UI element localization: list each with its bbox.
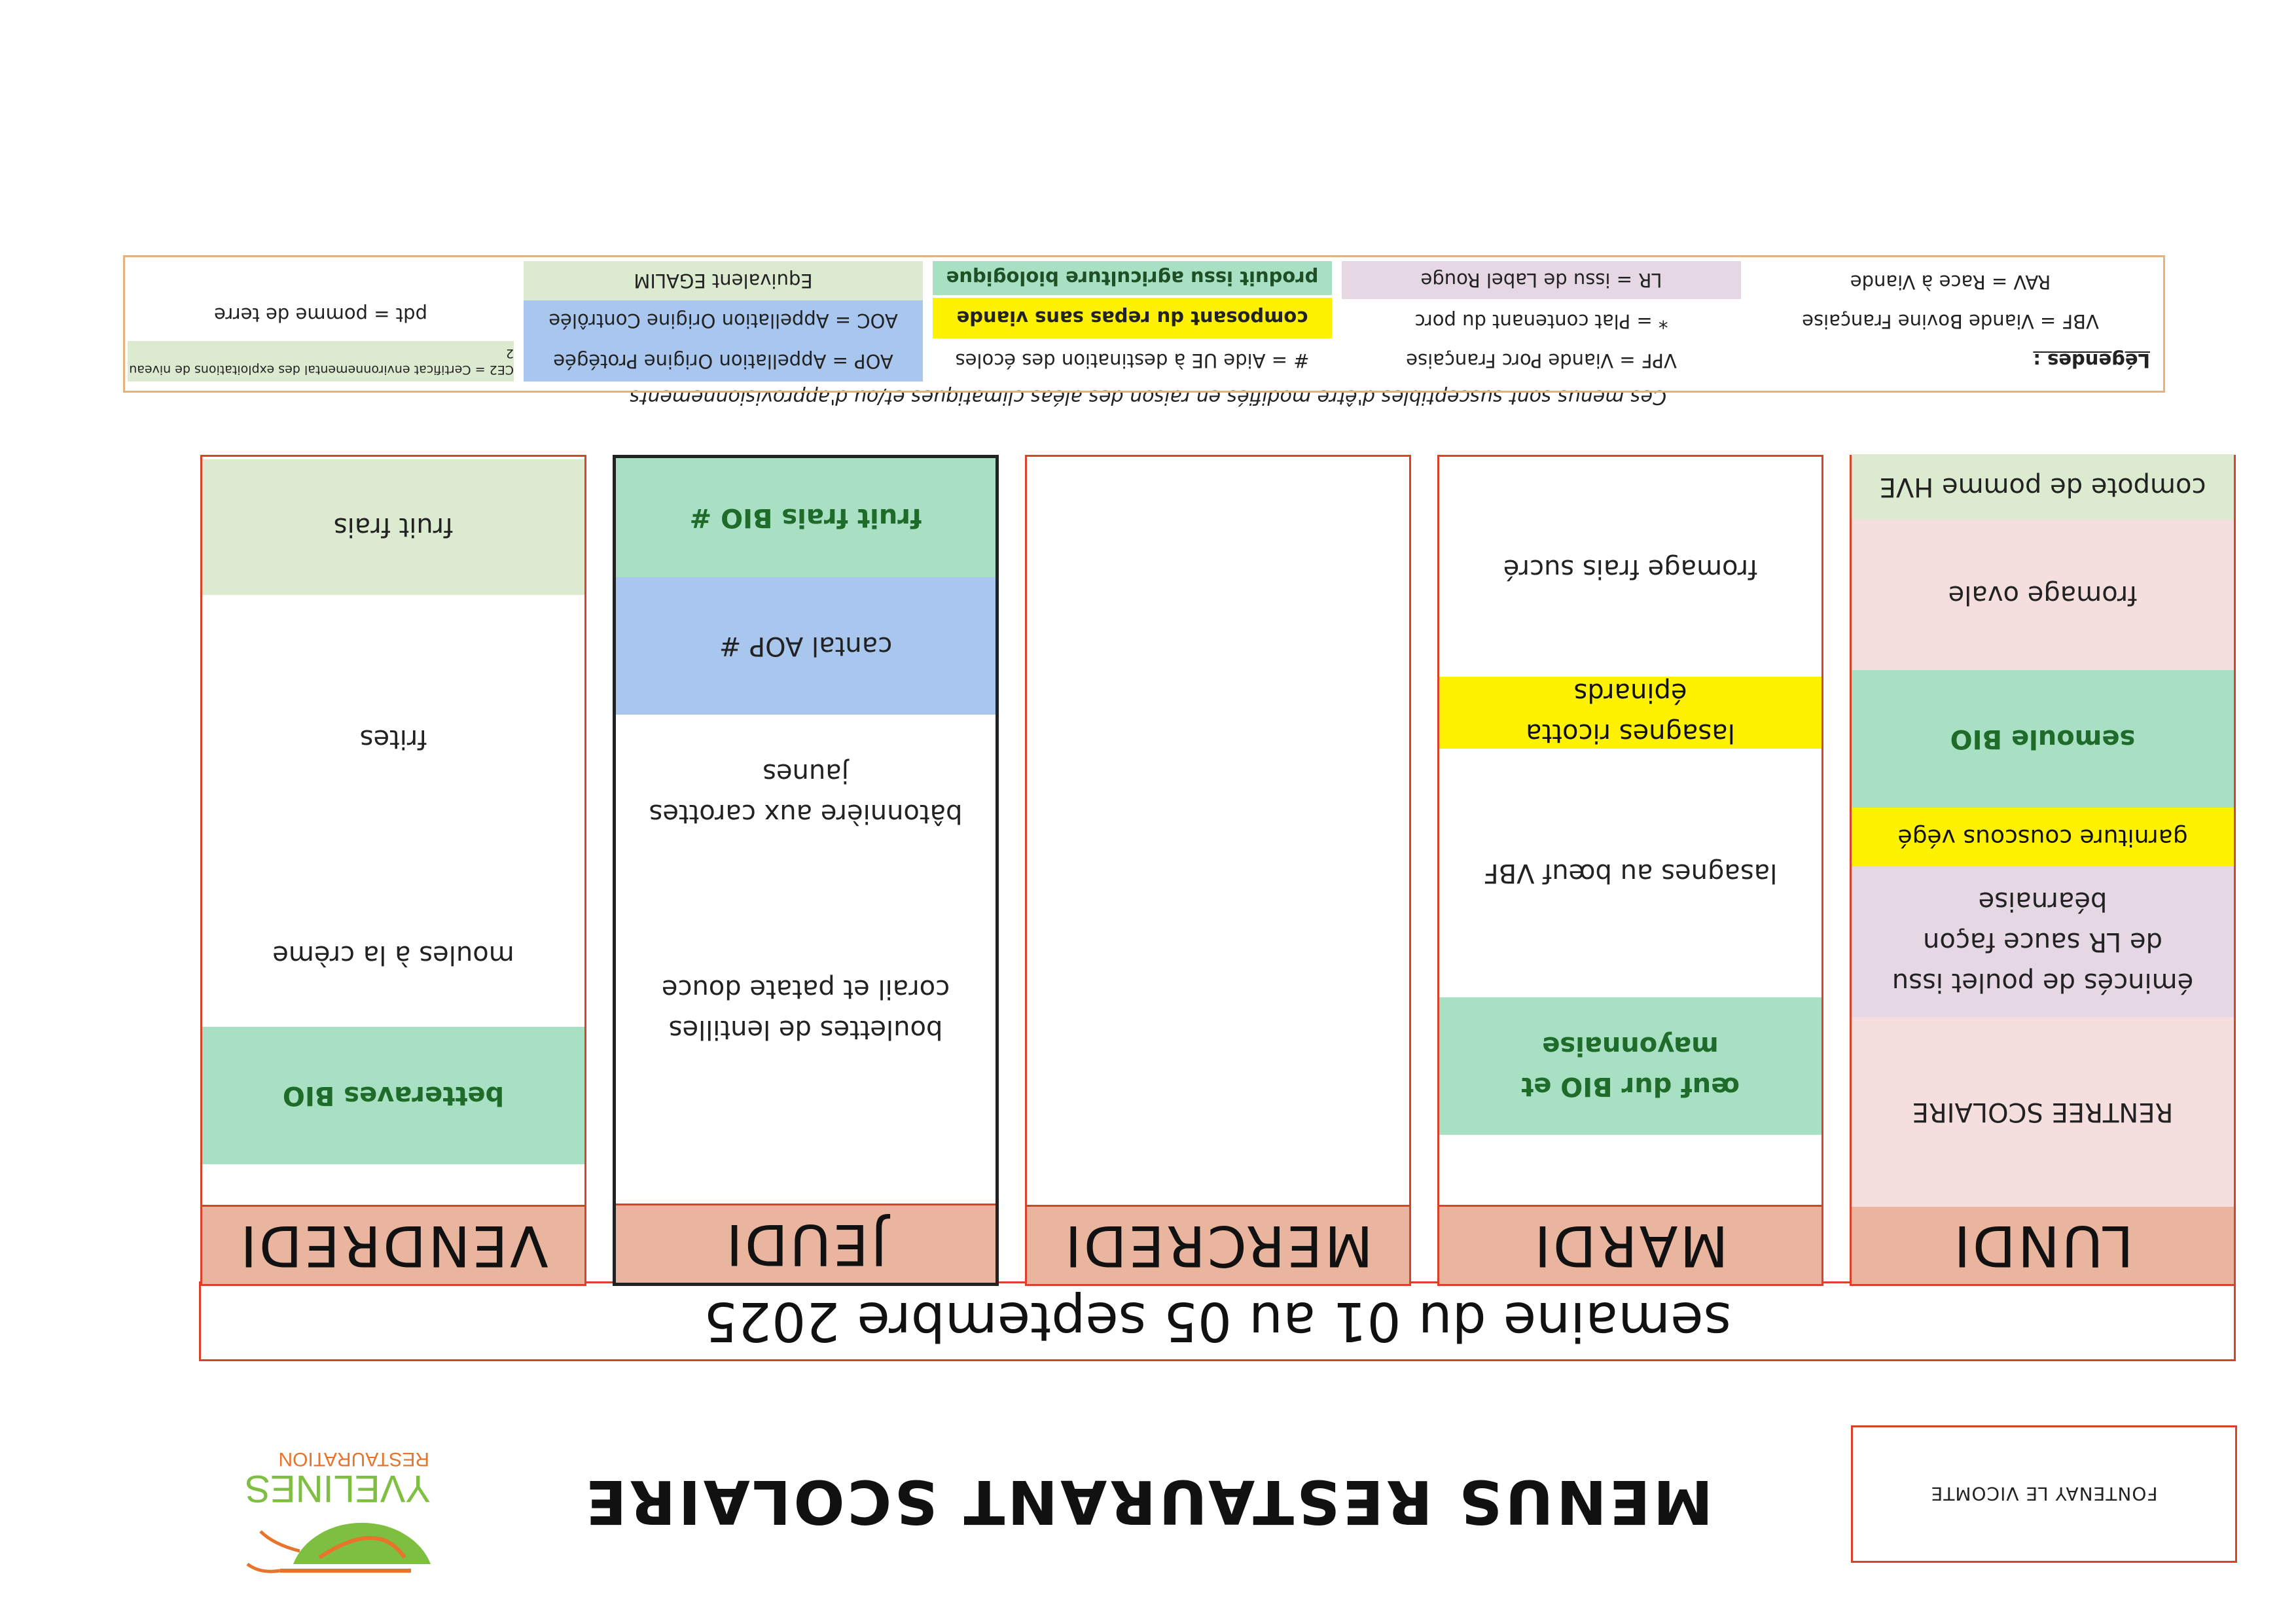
legend-label-rouge: LR = issu de Label Rouge xyxy=(1342,261,1741,299)
legend-box: Légendes : VBF = Viande Bovine Française… xyxy=(123,255,2165,393)
day-column-mercredi: MERCREDI xyxy=(1025,455,1411,1286)
menu-item: frites xyxy=(359,724,427,754)
legend-aop: AOP = Appellation Origine Protégée xyxy=(524,341,923,382)
menu-item: œuf dur BIO et mayonnaise xyxy=(1439,997,1821,1135)
menu-item: fruit frais xyxy=(202,459,584,595)
legend-plat-porc: * = Plat contenant du porc xyxy=(1414,310,1668,332)
menu-item: compote de pomme HVE xyxy=(1852,454,2234,520)
legend-pdt: pdt = pomme de terre xyxy=(214,304,427,326)
menu-item: lasagnes au bœuf VBF xyxy=(1483,858,1778,888)
menu-item: fromage frais sucré xyxy=(1503,554,1758,584)
legend-ce2: CE2 = Certificat environnemental des exp… xyxy=(128,341,514,382)
day-column-jeudi: JEUDI boulettes de lentilles corail et p… xyxy=(613,455,999,1286)
week-banner: semaine du 01 au 05 septembre 2025 xyxy=(199,1281,2236,1361)
legend-vbf: VBF = Viande Bovine Française xyxy=(1802,310,2099,332)
menu-item: betteraves BIO xyxy=(202,1027,584,1164)
menu-item: cantal AOP # xyxy=(616,577,996,715)
menu-item: fruit frais BIO # xyxy=(616,458,996,577)
day-column-vendredi: VENDREDI betteraves BIO moules à la crèm… xyxy=(200,455,586,1286)
legend-egalim: Equivalent EGALIM xyxy=(524,261,923,300)
day-column-mardi: MARDI œuf dur BIO et mayonnaise lasagnes… xyxy=(1437,455,1823,1286)
day-header-mardi: MARDI xyxy=(1439,1205,1821,1284)
menu-item: lasagnes ricotta épinards xyxy=(1439,677,1821,749)
legend-aide-ue: # = Aide UE à destination des écoles xyxy=(955,349,1310,372)
logo-line2: RESTAURATION xyxy=(278,1448,429,1470)
legend-aoc: AOC = Appellation Origine Contrôlée xyxy=(524,300,923,341)
day-header-vendredi: VENDREDI xyxy=(202,1205,584,1284)
menu-item: RENTREE SCOLAIRE xyxy=(1852,1017,2234,1207)
menu-item: garniture couscous végé xyxy=(1852,808,2234,866)
logo-graphic: YVELINES RESTAURATION xyxy=(245,1448,431,1573)
menu-item: émincés de poulet issu de LR sauce façon… xyxy=(1852,866,2234,1017)
menu-item: bâtonnière aux carottes jaunes xyxy=(649,758,963,829)
menu-item: fromage ovale xyxy=(1852,520,2234,670)
legend-title: Légendes : xyxy=(2033,349,2150,372)
menu-item: moules à la crème xyxy=(272,940,514,970)
yvelines-restauration-logo: YVELINES RESTAURATION xyxy=(234,1427,457,1577)
day-header-jeudi: JEUDI xyxy=(616,1204,996,1283)
legend-bio: produit issu agriculture biologique xyxy=(933,261,1332,295)
legend-sans-viande: composant du repas sans viande xyxy=(933,298,1332,338)
menu-item: semoule BIO xyxy=(1852,670,2234,808)
logo-line1: YVELINES xyxy=(245,1467,431,1510)
legend-rav: RAV = Race à Viande xyxy=(1850,271,2051,293)
menu-item: boulettes de lentilles corail et patate … xyxy=(661,974,950,1044)
legend-vpf: VPF = Viande Porc Française xyxy=(1406,349,1677,372)
day-header-lundi: LUNDI xyxy=(1852,1205,2234,1284)
day-column-lundi: LUNDI RENTREE SCOLAIRE émincés de poulet… xyxy=(1850,454,2236,1286)
day-header-mercredi: MERCREDI xyxy=(1027,1205,1409,1284)
